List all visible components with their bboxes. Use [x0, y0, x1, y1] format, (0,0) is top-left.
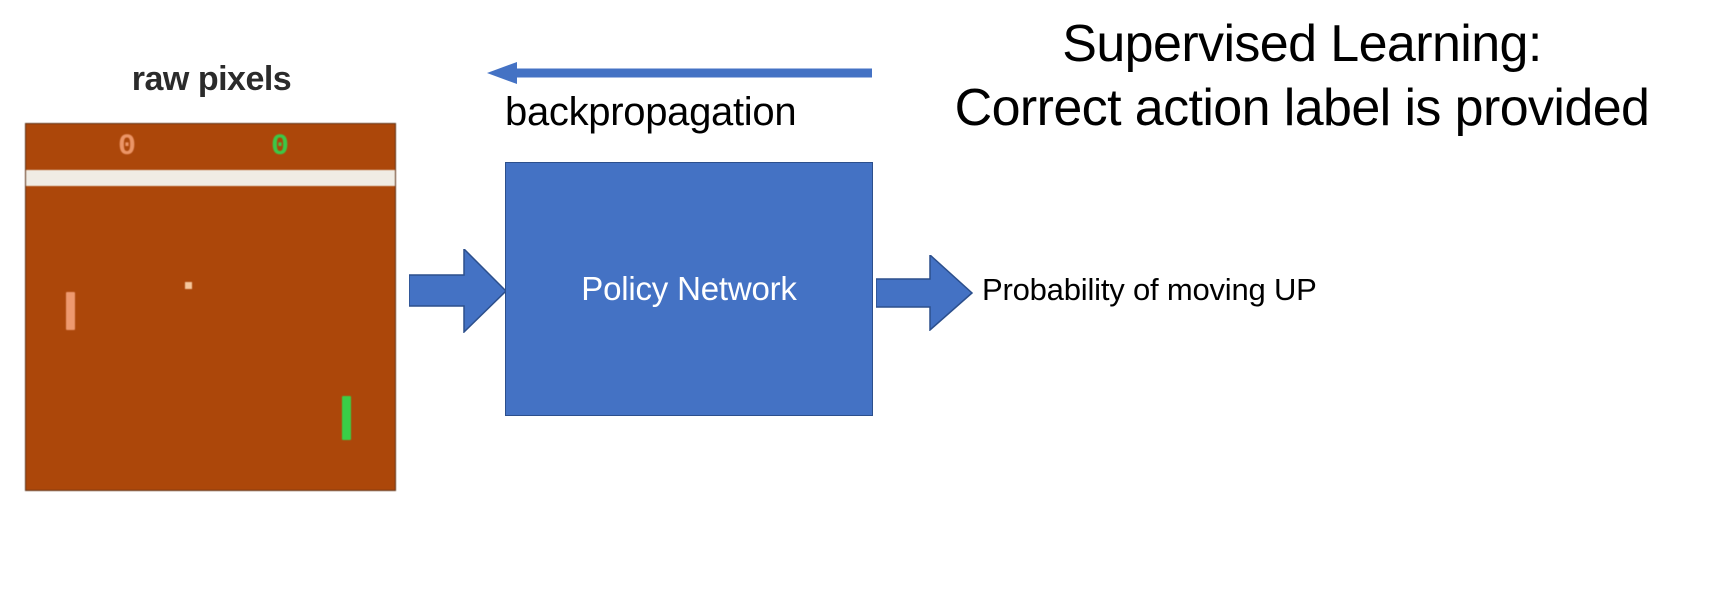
- pong-paddle-left: [66, 292, 75, 330]
- pong-divider-line: [26, 170, 395, 186]
- output-arrow-icon: [875, 253, 974, 332]
- output-probability-label: Probability of moving UP: [982, 272, 1317, 307]
- supervised-learning-line1: Supervised Learning:: [1062, 15, 1542, 73]
- pong-top-band: [26, 124, 395, 170]
- backpropagation-label: backpropagation: [505, 90, 797, 134]
- supervised-learning-line2: Correct action label is provided: [954, 79, 1650, 137]
- pong-ball: [185, 282, 192, 289]
- pong-score-left: 0: [118, 130, 137, 164]
- supervised-learning-annotation: Supervised Learning: Correct action labe…: [875, 12, 1729, 140]
- pong-paddle-right: [342, 396, 351, 440]
- backpropagation-arrow-icon: [487, 60, 872, 86]
- policy-network-label: Policy Network: [581, 270, 797, 307]
- pong-playfield: [26, 186, 395, 490]
- policy-network-box[interactable]: Policy Network: [505, 162, 873, 416]
- input-arrow-icon: [408, 247, 508, 334]
- pong-game-frame: 0 0: [25, 123, 396, 491]
- raw-pixels-caption: raw pixels: [131, 60, 292, 98]
- pong-score-right: 0: [271, 130, 290, 164]
